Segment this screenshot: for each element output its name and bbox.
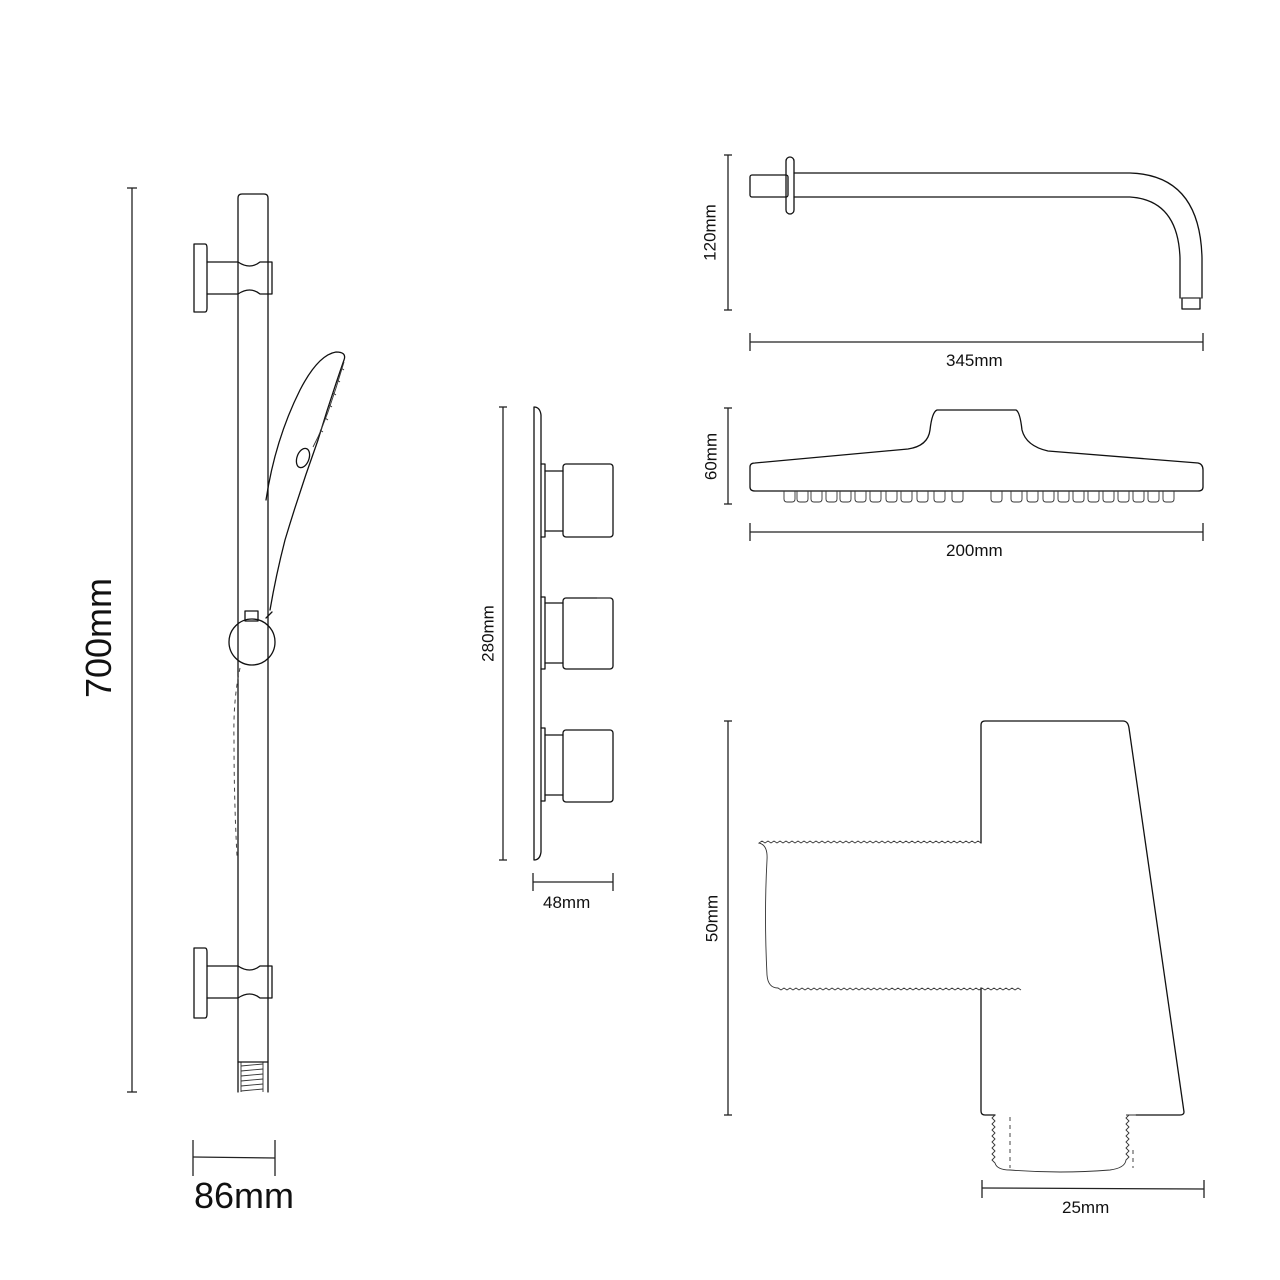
label-arm-length: 345mm (946, 351, 1003, 370)
slide-rail (237, 193, 269, 1093)
arm-wall-spigot (749, 174, 789, 198)
dimension-line-25mm (981, 1180, 1205, 1198)
shower-head (724, 407, 1204, 541)
label-rail-height: 700mm (78, 577, 119, 699)
wall-outlet (724, 720, 1205, 1198)
arm-thread-end (1181, 297, 1201, 310)
thermostatic-valve (499, 406, 614, 891)
top-wall-bracket (193, 243, 273, 313)
dimension-line-200mm (749, 523, 1204, 541)
arm-tube (793, 172, 1203, 299)
dimension-line-345mm (749, 333, 1204, 351)
label-valve-depth: 48mm (543, 893, 591, 912)
bottom-wall-bracket (193, 947, 273, 1019)
dimension-line-86mm (192, 1140, 276, 1176)
hose-connector (237, 1061, 269, 1092)
label-head-width: 200mm (946, 541, 1003, 560)
dimension-line-50mm (724, 720, 732, 1116)
label-rail-width: 86mm (194, 1175, 295, 1216)
dimension-line-60mm (724, 407, 732, 505)
arm-wall-flange (785, 156, 795, 215)
shower-head-body (749, 409, 1204, 492)
valve-control-2 (540, 596, 614, 670)
label-valve-height: 280mm (478, 605, 498, 662)
dimension-line-700mm (127, 187, 137, 1093)
outlet-threaded-outlet (991, 1114, 1136, 1173)
outlet-threaded-inlet (757, 840, 1022, 991)
outlet-body (980, 720, 1185, 1116)
handset-holder (228, 610, 276, 666)
dimension-line-280mm (499, 406, 507, 861)
shower-head-nozzles (783, 491, 1175, 503)
valve-control-3 (540, 727, 614, 803)
label-arm-drop: 120mm (700, 204, 720, 261)
dimension-line-120mm (724, 154, 732, 311)
label-outlet-width: 25mm (1062, 1198, 1110, 1217)
slide-rail-kit (127, 187, 346, 1176)
dimension-line-48mm (532, 873, 614, 891)
shower-hose (233, 667, 241, 857)
label-head-height: 60mm (701, 432, 721, 481)
label-outlet-height: 50mm (702, 894, 722, 943)
valve-control-1 (540, 463, 614, 538)
shower-handset (265, 351, 346, 611)
valve-faceplate (533, 406, 542, 861)
shower-arm (724, 154, 1204, 351)
